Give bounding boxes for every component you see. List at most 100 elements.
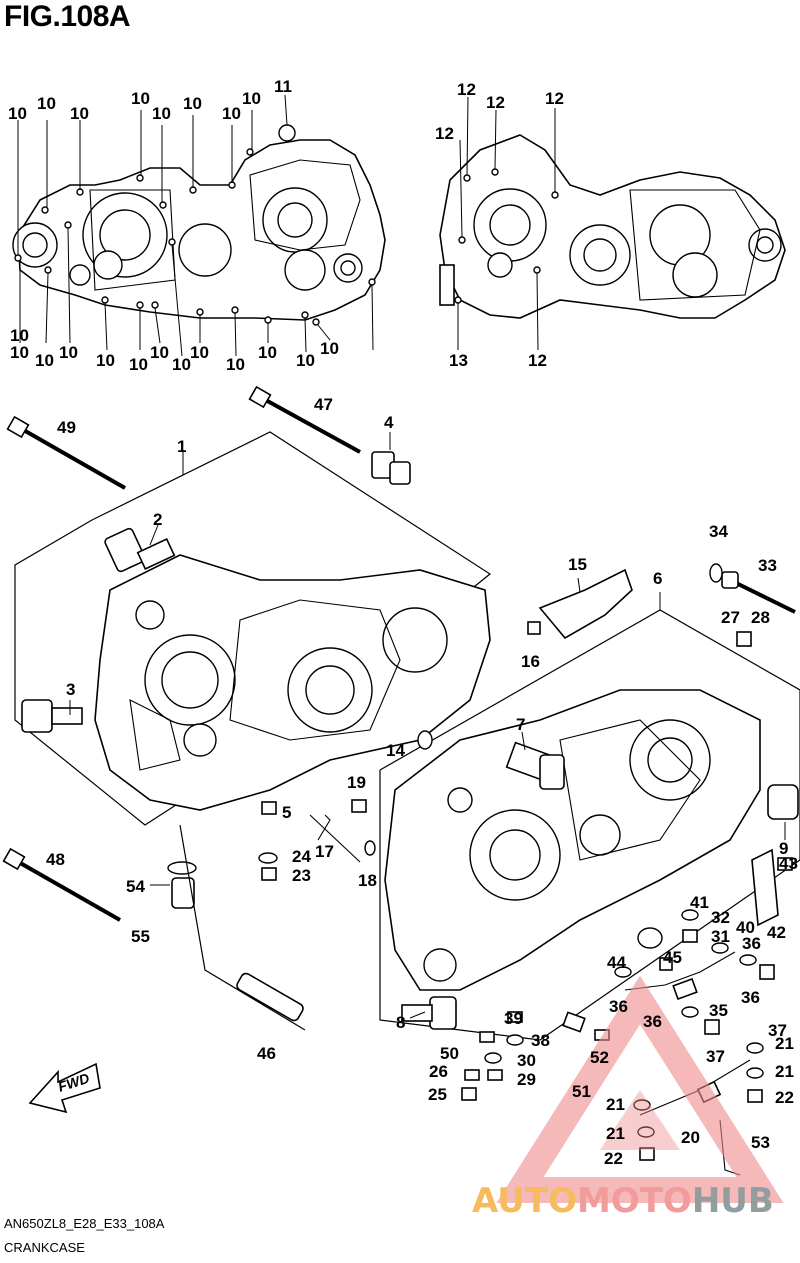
callout-43: 43 xyxy=(779,854,798,873)
callout-10: 10 xyxy=(296,351,315,370)
callout-19: 19 xyxy=(347,773,366,792)
left-crankcase-body xyxy=(94,554,491,811)
callout-7: 7 xyxy=(516,715,525,734)
crankcase-right-outline xyxy=(439,134,786,319)
bolt-points-right xyxy=(454,168,559,304)
right-crankcase-body xyxy=(384,689,761,991)
automotohub-watermark: AUTOMOTOHUB xyxy=(472,975,784,1221)
diagram-code: AN650ZL8_E28_E33_108A xyxy=(4,1216,165,1231)
part-4-dowel xyxy=(371,432,411,485)
callout-20: 20 xyxy=(681,1128,700,1147)
callout-39: 39 xyxy=(504,1009,523,1028)
callout-47: 47 xyxy=(314,395,333,414)
part-42-43-bracket xyxy=(751,848,793,927)
callout-52: 52 xyxy=(590,1048,609,1067)
callout-10: 10 xyxy=(129,355,148,374)
callout-40: 40 xyxy=(736,918,755,937)
small-parts-center xyxy=(258,799,376,881)
callout-10: 10 xyxy=(10,326,29,345)
callout-41: 41 xyxy=(690,893,709,912)
diagram-name: CRANKCASE xyxy=(4,1240,85,1255)
callout-10: 10 xyxy=(10,343,29,362)
part-48-long-bolt xyxy=(2,847,121,922)
figure-title: FIG.108A xyxy=(4,0,131,33)
callout-46: 46 xyxy=(257,1044,276,1063)
callout-45: 45 xyxy=(663,948,682,967)
callout-15: 15 xyxy=(568,555,587,574)
part-27-28-plug xyxy=(736,631,752,647)
callout-1: 1 xyxy=(177,437,186,456)
callout-34: 34 xyxy=(709,522,728,541)
callout-10: 10 xyxy=(8,104,27,123)
callout-10: 10 xyxy=(172,355,191,374)
callout-36: 36 xyxy=(609,997,628,1016)
callout-12: 12 xyxy=(457,80,476,99)
callout-10: 10 xyxy=(222,104,241,123)
callout-12: 12 xyxy=(545,89,564,108)
callout-21: 21 xyxy=(606,1124,625,1143)
part-6-box xyxy=(379,592,800,1041)
watermark-moto: MOTO xyxy=(577,1181,692,1221)
callout-37: 37 xyxy=(768,1021,787,1040)
callout-10: 10 xyxy=(70,104,89,123)
callout-38: 38 xyxy=(531,1031,550,1050)
callout-21: 21 xyxy=(775,1062,794,1081)
crankcase-left-outline xyxy=(12,124,386,321)
part-15-cover xyxy=(538,568,633,640)
part-3-bearing xyxy=(21,699,83,733)
callout-10: 10 xyxy=(152,104,171,123)
callout-53: 53 xyxy=(751,1133,770,1152)
callout-35: 35 xyxy=(709,1001,728,1020)
callout-10: 10 xyxy=(183,94,202,113)
part-14-oring xyxy=(417,730,433,750)
callout-12: 12 xyxy=(528,351,547,370)
callout-5: 5 xyxy=(282,803,291,822)
part-47-long-bolt xyxy=(248,385,361,454)
callout-50: 50 xyxy=(440,1044,459,1063)
bolt-points-left xyxy=(14,148,376,326)
callout-48: 48 xyxy=(46,850,65,869)
callout-23: 23 xyxy=(292,866,311,885)
callout-21: 21 xyxy=(775,1034,794,1053)
part-54-sensor xyxy=(150,861,197,909)
callout-37: 37 xyxy=(706,1047,725,1066)
callout-21: 21 xyxy=(606,1095,625,1114)
callout-49: 49 xyxy=(57,418,76,437)
callout-10: 10 xyxy=(35,351,54,370)
callout-10: 10 xyxy=(242,89,261,108)
part-9-plug xyxy=(767,784,799,840)
callout-10: 10 xyxy=(96,351,115,370)
watermark-auto: AUTO xyxy=(472,1181,577,1221)
callout-55: 55 xyxy=(131,927,150,946)
callout-33: 33 xyxy=(758,556,777,575)
callout-31: 31 xyxy=(711,927,730,946)
callout-17: 17 xyxy=(315,842,334,861)
callout-30: 30 xyxy=(517,1051,536,1070)
callout-labels: 10 10 10 10 10 10 10 10 10 11 10 10 10 1… xyxy=(8,77,798,1168)
part-33-bolt xyxy=(709,563,796,614)
callout-9: 9 xyxy=(779,839,788,858)
callout-24: 24 xyxy=(292,847,311,866)
leaders-right xyxy=(457,96,556,351)
callout-10: 10 xyxy=(150,343,169,362)
callout-10: 10 xyxy=(37,94,56,113)
callout-16: 16 xyxy=(521,652,540,671)
callout-10: 10 xyxy=(190,343,209,362)
part-46-long-bolt xyxy=(179,824,306,1031)
callout-18: 18 xyxy=(358,871,377,890)
callout-26: 26 xyxy=(429,1062,448,1081)
callout-10: 10 xyxy=(226,355,245,374)
callout-2: 2 xyxy=(153,510,162,529)
watermark-hub: HUB xyxy=(692,1181,774,1221)
callout-27: 27 xyxy=(721,608,740,627)
part-8-bearing xyxy=(401,996,457,1030)
callout-32: 32 xyxy=(711,908,730,927)
callout-10: 10 xyxy=(320,339,339,358)
callout-6: 6 xyxy=(653,569,662,588)
part-2-bearing xyxy=(104,524,176,573)
small-bolts-lower xyxy=(461,909,775,1161)
callout-3: 3 xyxy=(66,680,75,699)
callout-12: 12 xyxy=(435,124,454,143)
callout-4: 4 xyxy=(384,413,394,432)
part-49-long-bolt xyxy=(6,415,126,490)
